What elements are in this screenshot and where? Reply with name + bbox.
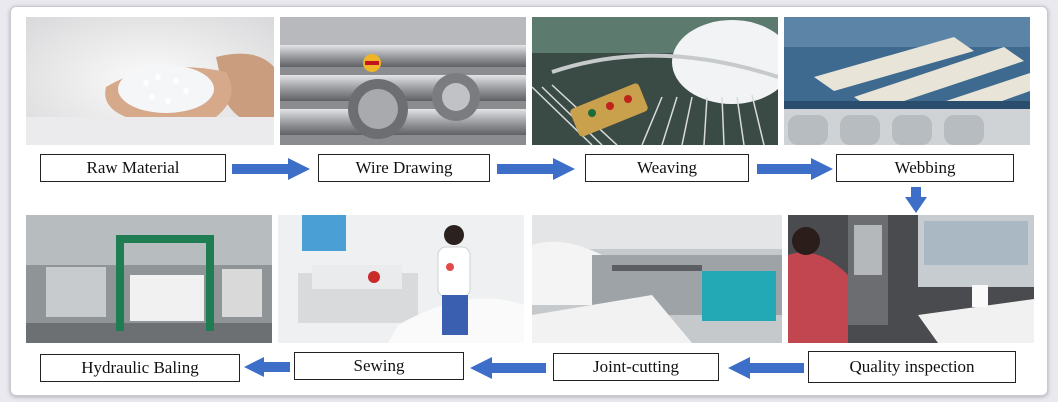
hydraulic-baling-photo (26, 215, 272, 343)
step-label-quality-inspection: Quality inspection (808, 351, 1016, 383)
sewing-photo (278, 215, 524, 343)
step-label-raw-material: Raw Material (40, 154, 226, 182)
step-label-joint-cutting: Joint-cutting (553, 353, 719, 381)
wire-drawing-photo (280, 17, 526, 145)
step-label-wire-drawing: Wire Drawing (318, 154, 490, 182)
arrow-right-icon (757, 158, 833, 180)
step-label-sewing: Sewing (294, 352, 464, 380)
arrow-left-icon (470, 357, 546, 379)
weaving-photo (532, 17, 778, 145)
arrow-right-icon (497, 158, 575, 180)
arrow-down-icon (905, 187, 927, 213)
arrow-right-icon (232, 158, 310, 180)
joint-cutting-photo (532, 215, 782, 343)
arrow-left-icon (244, 357, 290, 377)
arrow-left-icon (728, 357, 804, 379)
step-label-hydraulic-baling: Hydraulic Baling (40, 354, 240, 382)
raw-material-photo (26, 17, 274, 145)
step-label-weaving: Weaving (585, 154, 749, 182)
step-label-webbing: Webbing (836, 154, 1014, 182)
webbing-photo (784, 17, 1030, 145)
quality-inspection-photo (788, 215, 1034, 343)
